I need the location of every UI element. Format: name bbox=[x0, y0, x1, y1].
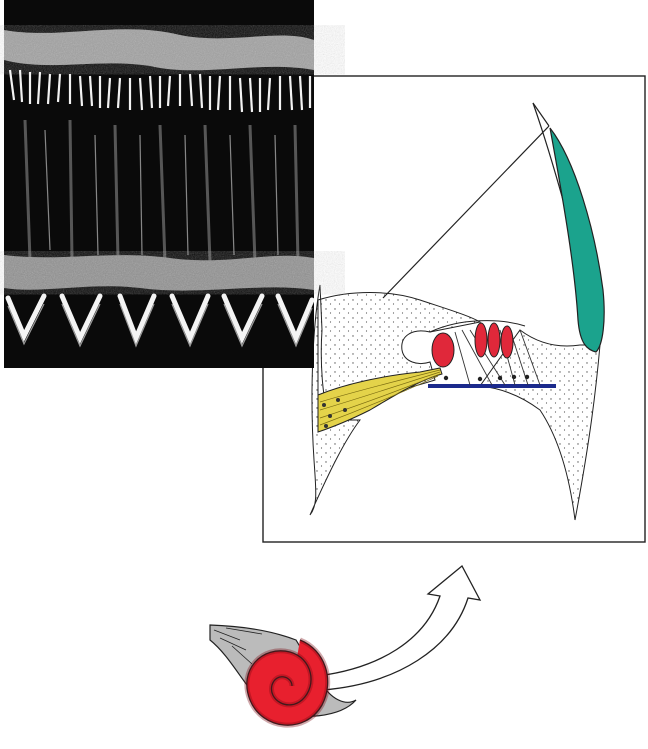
organ-of-corti-panel bbox=[263, 76, 645, 542]
micrograph-lower-band bbox=[4, 255, 314, 291]
zoom-arrow bbox=[318, 566, 480, 690]
outer-hair-cells bbox=[475, 323, 513, 358]
inner-hair-cell bbox=[432, 333, 454, 367]
hair-cell-micrograph bbox=[4, 0, 314, 368]
